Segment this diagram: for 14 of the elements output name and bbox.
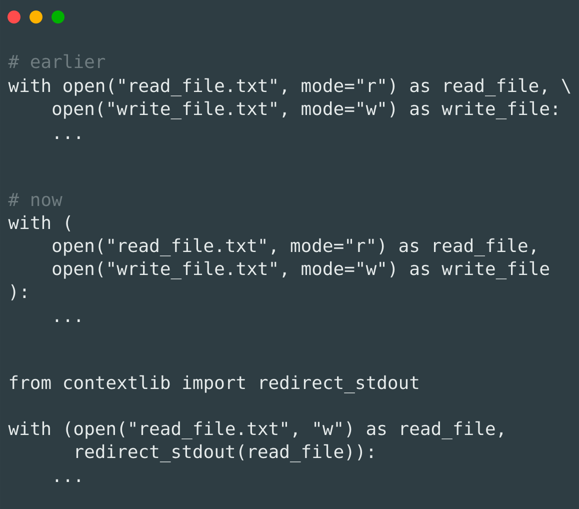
code-line: open("write_file.txt", mode="w") as write_file [52, 261, 549, 280]
code-line: ... [56, 479, 80, 482]
code-line: with ( [8, 215, 70, 232]
code-line: open("write_file.txt", mode="w") as write_file: [52, 101, 557, 120]
code-line: # earlier [8, 54, 106, 68]
code-line: # now [8, 193, 62, 206]
code-line: ... [56, 136, 80, 139]
code-line: ): [11, 284, 26, 300]
code-line: with (open("read_file.txt", "w") as read_file, [8, 421, 502, 440]
code-line: open("read_file.txt", mode="r") as read_file, [52, 238, 535, 256]
code-line: ... [56, 319, 80, 322]
code-line: redirect_stdout(read_file)): [76, 444, 372, 462]
code-line: with open("read_file.txt", mode="r") as read_file, \ [8, 78, 570, 96]
code-line: from contextlib import redirect_stdout [10, 375, 418, 394]
